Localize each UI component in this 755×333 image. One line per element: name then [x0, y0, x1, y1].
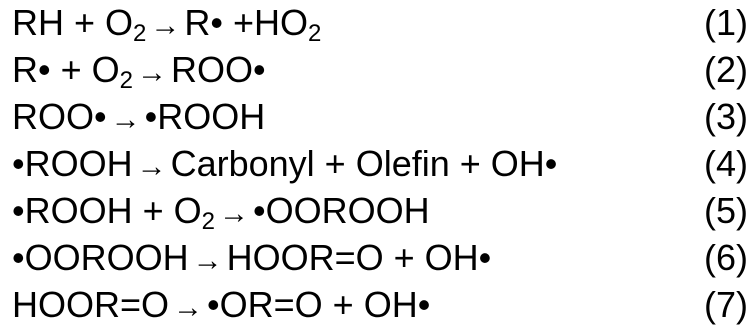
equation-1-rhs-subscript: 2	[308, 20, 322, 47]
reaction-arrow-icon: →	[110, 103, 141, 136]
equation-2-lhs-subscript: 2	[119, 67, 133, 94]
equation-1-lhs-subscript: 2	[133, 20, 147, 47]
equation-6-rhs-term: HOOR=O + OH•	[226, 237, 492, 278]
equation-3-lhs-term: ROO•	[12, 96, 107, 137]
equation-1-lhs-term: RH + O	[12, 2, 134, 43]
equation-2-lhs-term: R• + O	[12, 49, 120, 90]
equation-5-rhs-term: •OOROOH	[253, 190, 430, 231]
equation-3-rhs-term: •ROOH	[144, 96, 266, 137]
equation-row-3: ROO• → •ROOH (3)	[12, 94, 752, 140]
equation-row-1: RH + O2 → R• +HO2 (1)	[12, 0, 752, 46]
equation-5-lhs-subscript: 2	[201, 208, 215, 235]
reaction-arrow-icon: →	[150, 9, 181, 42]
equation-7-lhs-term: HOOR=O	[12, 284, 170, 325]
reaction-arrow-icon: →	[219, 197, 249, 230]
equation-7-number: (7)	[704, 284, 748, 325]
equation-5-expression: •ROOH + O2 → •OOROOH	[12, 188, 430, 237]
reaction-arrow-icon: →	[173, 291, 204, 324]
equation-row-2: R• + O2 → ROO• (2)	[12, 47, 752, 93]
equation-5-number: (5)	[704, 190, 748, 231]
equation-6-number: (6)	[704, 237, 748, 278]
equation-3-number: (3)	[704, 96, 748, 137]
reaction-arrow-icon: →	[137, 56, 167, 89]
equation-4-expression: •ROOH → Carbonyl + Olefin + OH•	[12, 141, 557, 190]
equation-row-5: •ROOH + O2 → •OOROOH (5)	[12, 188, 752, 234]
equation-2-rhs-term: ROO•	[171, 49, 266, 90]
equation-4-rhs-term: Carbonyl + Olefin + OH•	[170, 143, 558, 184]
equation-6-lhs-term: •OOROOH	[12, 237, 189, 278]
equation-3-expression: ROO• → •ROOH	[12, 94, 265, 143]
equation-2-expression: R• + O2 → ROO•	[12, 47, 266, 96]
equation-4-number: (4)	[704, 143, 748, 184]
equation-4-lhs-term: •ROOH	[12, 143, 133, 184]
equation-5-lhs-term: •ROOH + O	[12, 190, 202, 231]
equation-row-7: HOOR=O → •OR=O + OH• (7)	[12, 282, 752, 328]
equation-2-number: (2)	[704, 49, 748, 90]
equation-7-rhs-term: •OR=O + OH•	[207, 284, 431, 325]
equation-row-6: •OOROOH → HOOR=O + OH• (6)	[12, 235, 752, 281]
reaction-arrow-icon: →	[136, 150, 167, 183]
equation-row-4: •ROOH → Carbonyl + Olefin + OH• (4)	[12, 141, 752, 187]
reaction-arrow-icon: →	[192, 244, 223, 277]
equation-1-rhs-term: R• +HO	[184, 2, 309, 43]
equation-7-expression: HOOR=O → •OR=O + OH•	[12, 282, 430, 331]
equation-1-number: (1)	[704, 2, 748, 43]
equation-6-expression: •OOROOH → HOOR=O + OH•	[12, 235, 491, 284]
equation-1-expression: RH + O2 → R• +HO2	[12, 0, 321, 49]
